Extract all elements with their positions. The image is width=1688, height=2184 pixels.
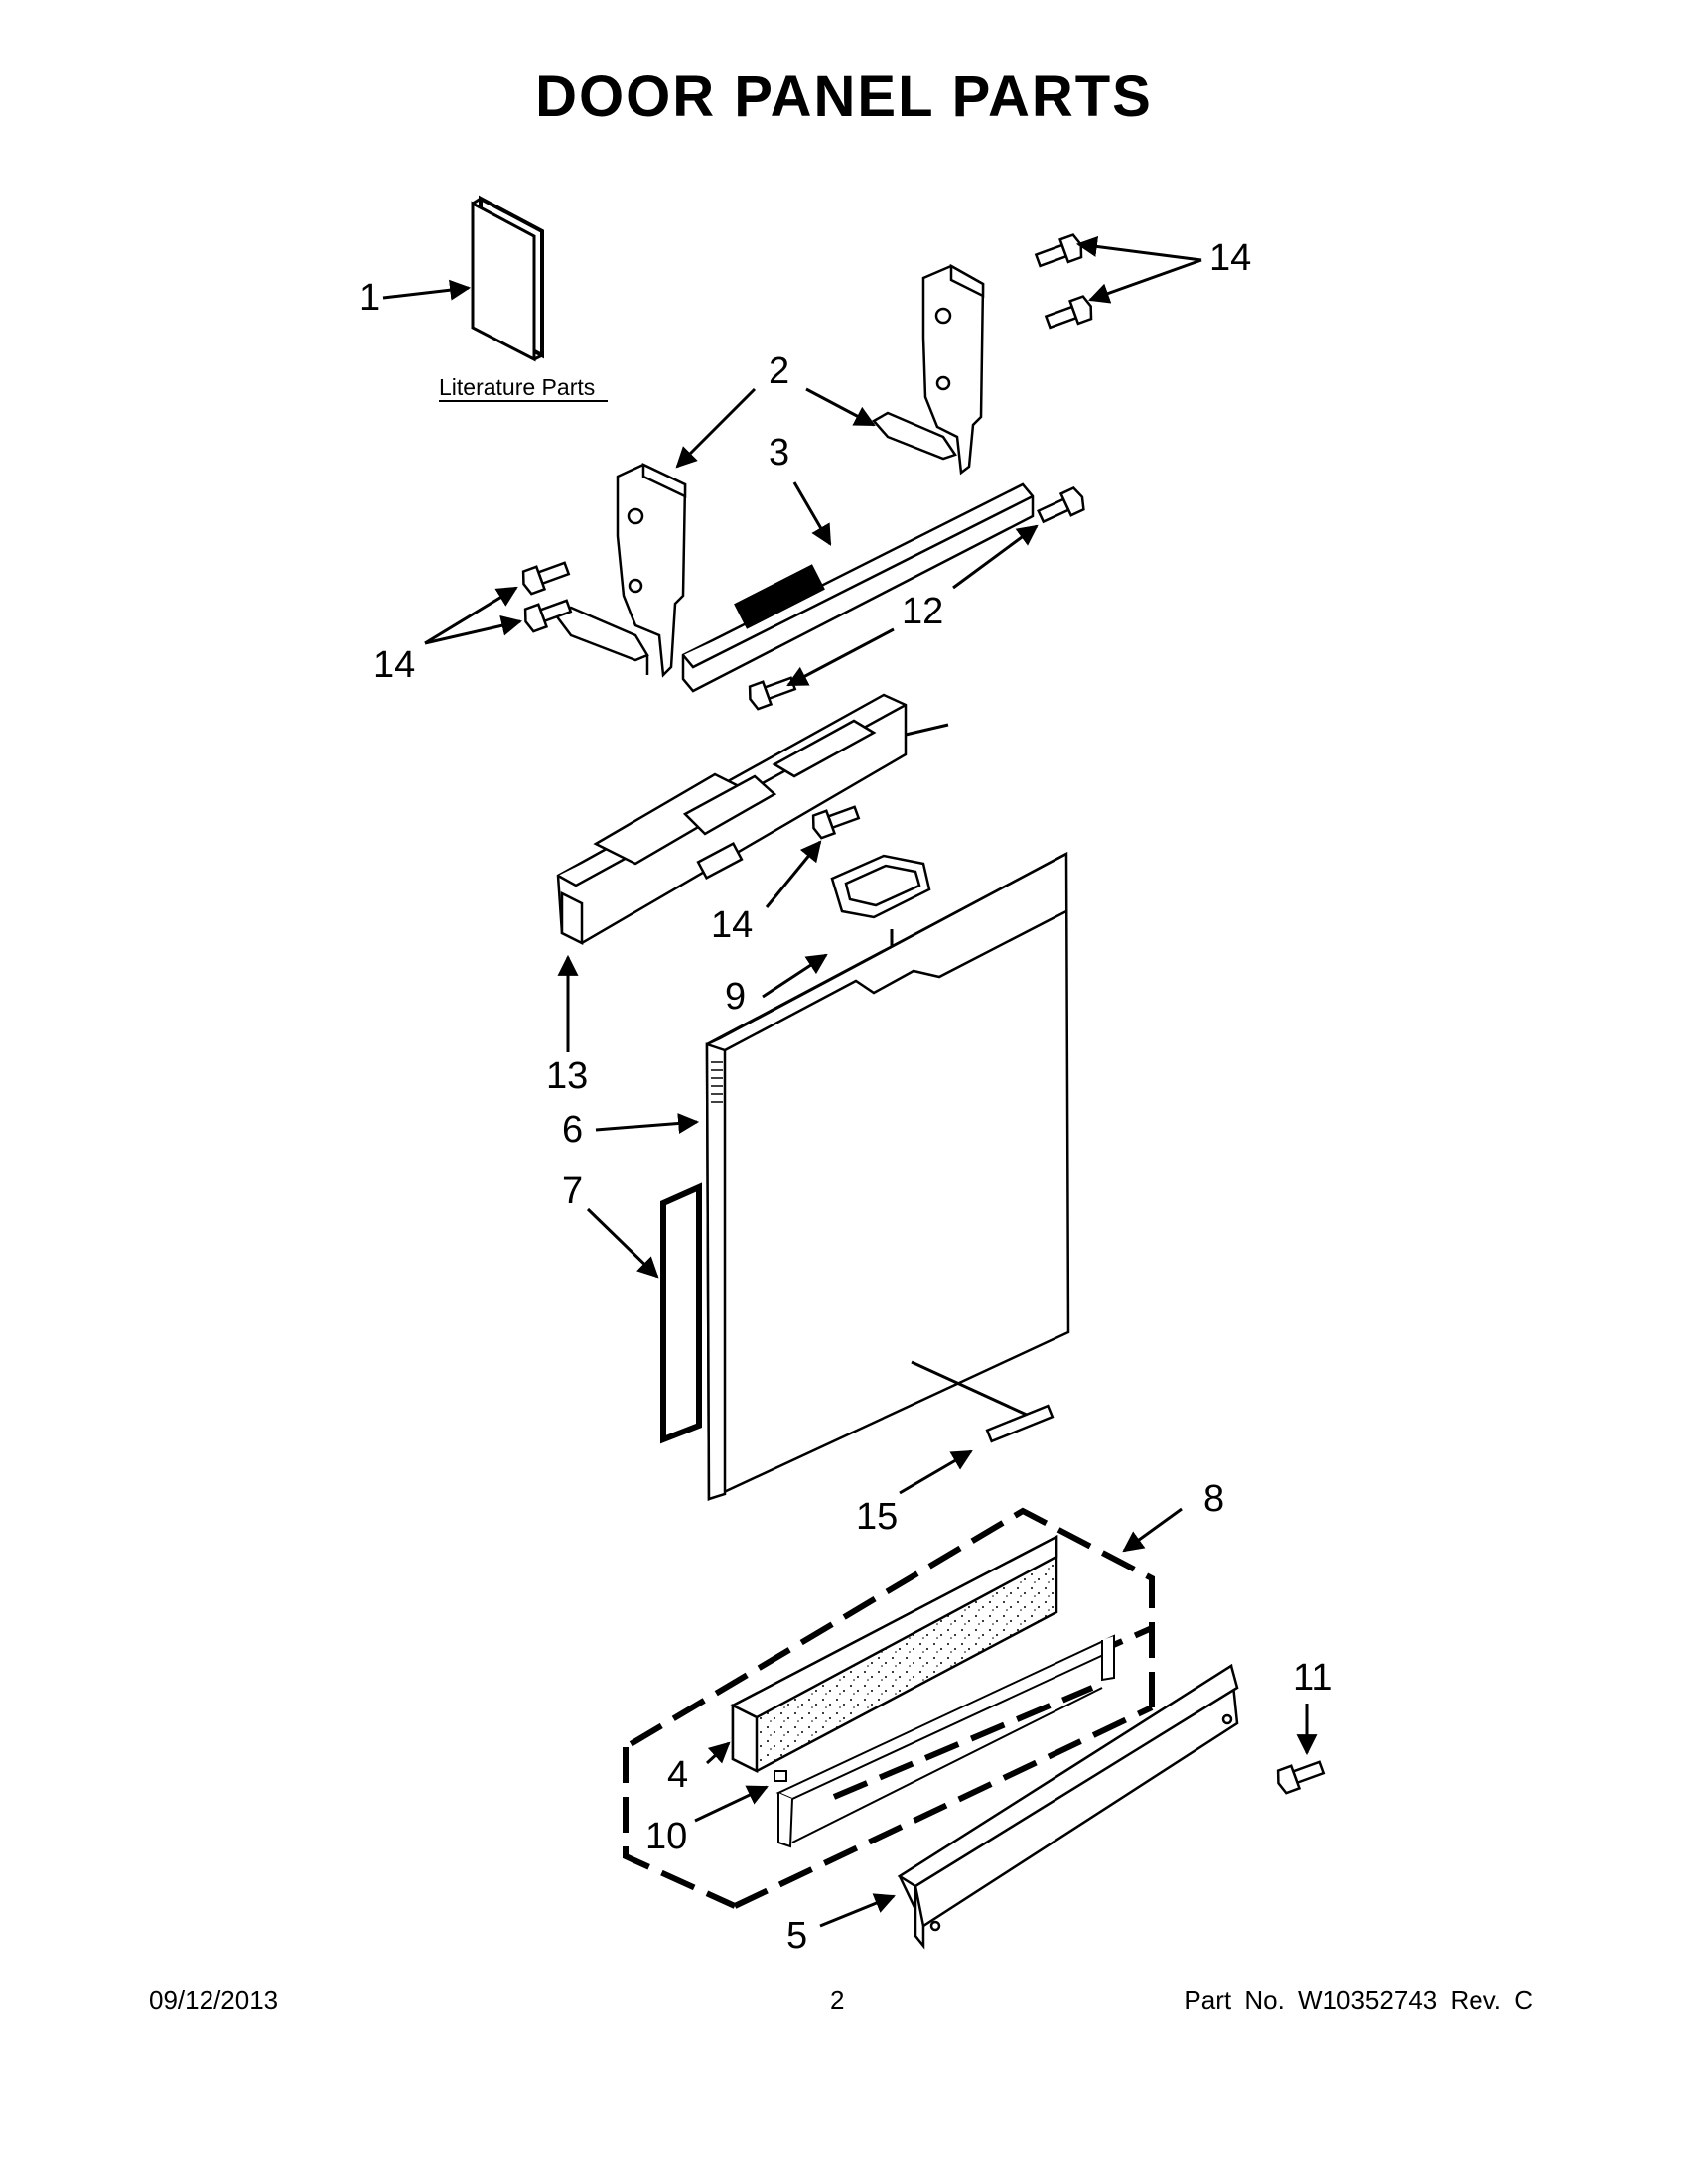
screw-icon (811, 805, 861, 840)
callout-8: 8 (1203, 1478, 1224, 1520)
footer-date: 09/12/2013 (149, 1985, 279, 2015)
screw-icon (1037, 486, 1085, 524)
screw-icon (1044, 295, 1093, 330)
screw-icon (523, 599, 573, 633)
right-mounting-bracket (872, 263, 985, 476)
retainer-strip (774, 1634, 1115, 1848)
callout-numbers: 1 2 3 14 14 12 14 9 13 6 7 15 8 11 4 10 … (359, 237, 1332, 1957)
top-trim-strip (681, 482, 1035, 693)
toe-kick-panel (897, 1663, 1239, 1950)
screw-icon (748, 676, 797, 711)
footer-page-number: 2 (830, 1985, 845, 2015)
literature-booklet (471, 195, 544, 362)
callout-9: 9 (725, 976, 746, 1018)
callout-6: 6 (562, 1109, 583, 1151)
outer-door-panel (705, 851, 1070, 1501)
callout-7: 7 (562, 1170, 583, 1212)
screw-icon (521, 561, 571, 596)
callout-15: 15 (856, 1496, 898, 1538)
page-title: DOOR PANEL PARTS (535, 65, 1153, 129)
leader-lines (382, 236, 1318, 1928)
callout-10: 10 (645, 1816, 687, 1857)
callout-14-top: 14 (1209, 237, 1251, 279)
screw-icon (1034, 233, 1083, 268)
callout-5: 5 (786, 1915, 807, 1957)
callout-14-left: 14 (373, 644, 415, 686)
callout-14-mid: 14 (711, 904, 753, 946)
door-gasket (660, 1182, 702, 1444)
footer-part-number: Part No. W10352743 Rev. C (1184, 1985, 1533, 2015)
callout-13: 13 (546, 1055, 588, 1097)
callout-4: 4 (667, 1754, 688, 1796)
screw-icon (1276, 1760, 1326, 1795)
literature-parts-label: Literature Parts (439, 374, 595, 400)
callout-3: 3 (769, 432, 789, 474)
callout-1: 1 (359, 277, 380, 319)
callout-2: 2 (769, 350, 789, 392)
control-panel-housing (556, 693, 949, 946)
left-mounting-bracket (554, 463, 687, 678)
callout-11: 11 (1293, 1657, 1332, 1699)
badge-emblem (985, 1404, 1055, 1443)
kit-outline-dashed (623, 1507, 1155, 1909)
callout-12: 12 (902, 591, 943, 632)
insulation-block (730, 1534, 1058, 1774)
